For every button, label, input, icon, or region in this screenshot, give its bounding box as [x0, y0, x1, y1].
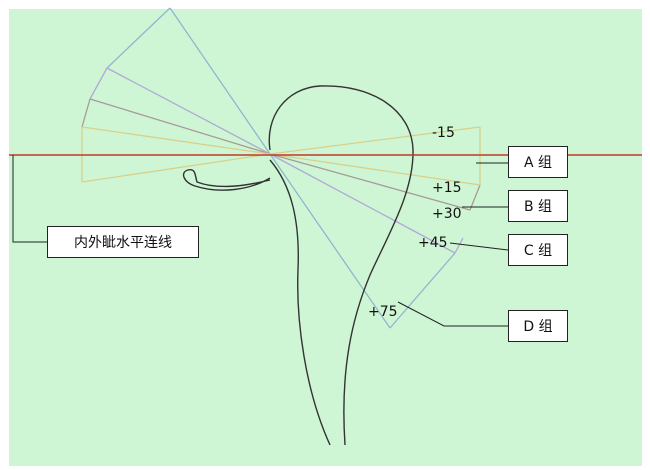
face-profile-outline: [269, 159, 331, 446]
angle-label-plus30: +30: [432, 206, 462, 222]
angle-label-plus75: +75: [368, 304, 398, 320]
group-a-box: A 组: [508, 146, 568, 178]
group-c-fan: [89, 67, 464, 254]
head-outline: [268, 85, 414, 446]
angle-label-plus15: +15: [432, 180, 462, 196]
angle-label-minus15: -15: [432, 125, 455, 141]
leader-lines: [12, 155, 509, 327]
group-d-box: D 组: [508, 310, 568, 342]
group-d-fan: [106, 7, 456, 329]
angle-label-plus45: +45: [418, 235, 448, 251]
reference-line-label-box: 内外眦水平连线: [47, 226, 199, 258]
group-b-box: B 组: [508, 190, 568, 222]
ear-outline: [182, 168, 271, 191]
group-b-fan: [81, 98, 481, 211]
group-c-box: C 组: [508, 234, 568, 266]
